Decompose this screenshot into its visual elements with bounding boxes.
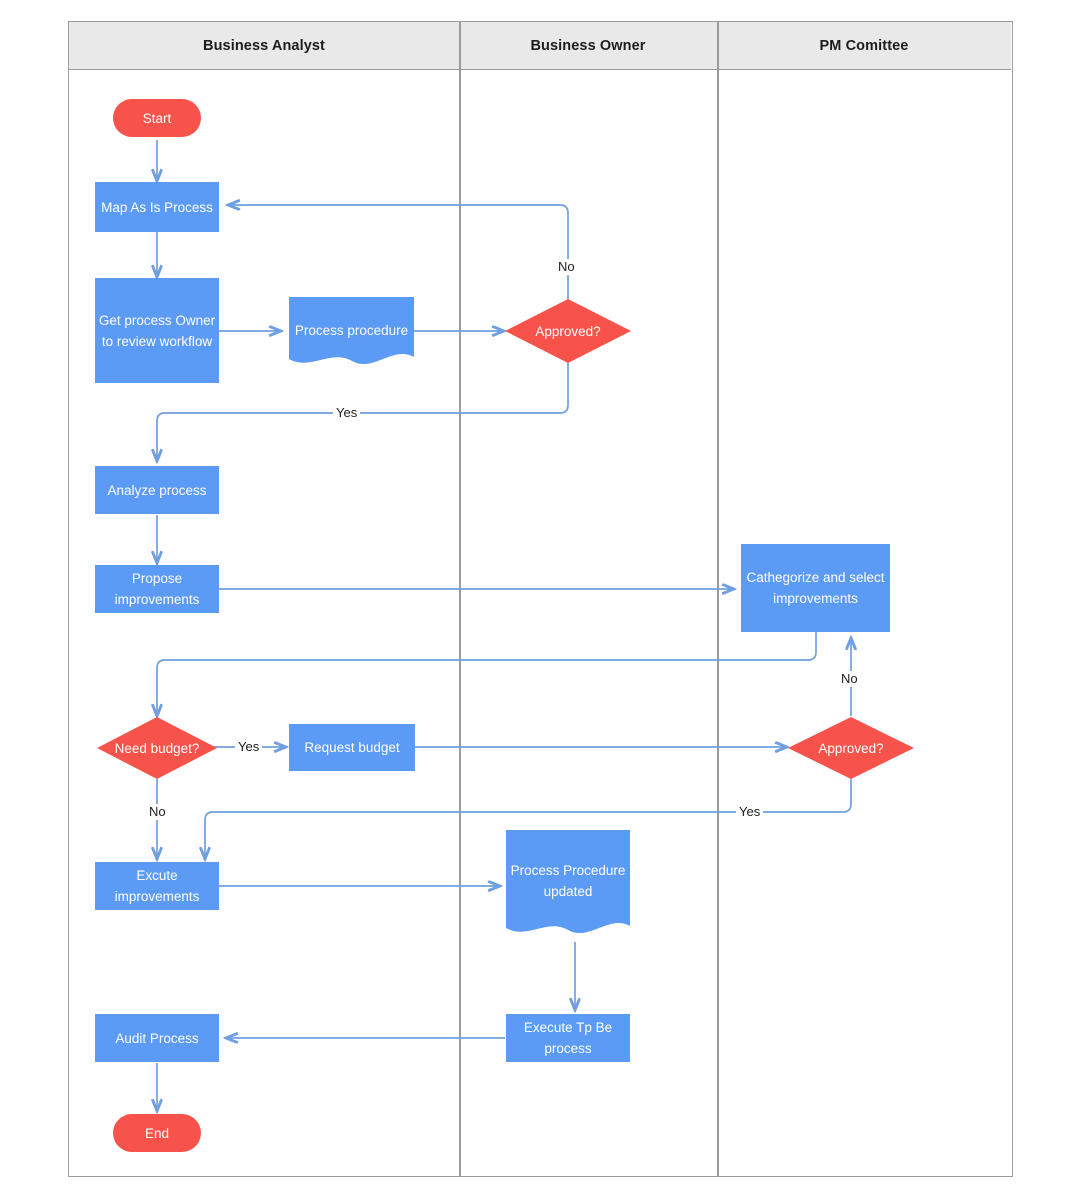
edge-label-approved2-yes: Yes: [736, 804, 764, 820]
swimlane-pool: Business Analyst Business Owner PM Comit…: [68, 21, 1013, 1177]
node-label: Map As Is Process: [101, 199, 213, 215]
node-request-budget[interactable]: Request budget: [289, 724, 415, 771]
node-label: Audit Process: [115, 1030, 199, 1046]
node-label: End: [144, 1125, 170, 1141]
lane-header-pm-comittee: PM Comittee: [717, 22, 1011, 70]
diamond-shape-icon: [97, 717, 217, 779]
node-label: Need budget?: [114, 740, 200, 756]
node-label: Process procedure: [294, 323, 409, 338]
node-label: Propose improvements: [114, 571, 200, 607]
edge-label-approved1-yes: Yes: [333, 405, 361, 421]
lane-title: Business Owner: [530, 37, 646, 54]
edge-label-approved2-no: No: [838, 671, 861, 687]
node-end[interactable]: End: [113, 1114, 201, 1152]
node-approved-decision-2[interactable]: Approved?: [788, 717, 914, 779]
node-label: Approved?: [818, 740, 884, 756]
lane-title: PM Comittee: [819, 37, 909, 54]
node-execute-tp-be-process[interactable]: Execute Tp Be process: [506, 1014, 630, 1062]
edge-label-needbudget-yes: Yes: [235, 739, 263, 755]
lane-header-business-owner: Business Owner: [459, 22, 717, 70]
node-excute-improvements[interactable]: Excute improvements: [95, 862, 219, 910]
edge-label-approved1-no: No: [555, 259, 578, 275]
node-propose-improvements[interactable]: Propose improvements: [95, 565, 219, 613]
node-label: Approved?: [535, 323, 601, 339]
node-map-as-is-process[interactable]: Map As Is Process: [95, 182, 219, 232]
node-label: Cathegorize and select improvements: [746, 570, 885, 606]
node-label: Analyze process: [107, 482, 207, 498]
node-label: Process Procedure updated: [510, 862, 626, 899]
diamond-shape-icon: [788, 717, 914, 779]
edge-label-needbudget-no: No: [146, 804, 169, 820]
node-need-budget-decision[interactable]: Need budget?: [97, 717, 217, 779]
node-label: Request budget: [304, 740, 400, 755]
node-cathegorize-and-select-improvements[interactable]: Cathegorize and select improvements: [741, 544, 890, 632]
node-analyze-process[interactable]: Analyze process: [95, 466, 219, 514]
node-start[interactable]: Start: [113, 99, 201, 137]
node-audit-process[interactable]: Audit Process: [95, 1014, 219, 1062]
node-label: Start: [142, 110, 172, 126]
lane-divider-2: [717, 22, 719, 1176]
lane-header-business-analyst: Business Analyst: [69, 22, 459, 70]
diamond-shape-icon: [505, 299, 631, 363]
lane-divider-1: [459, 22, 461, 1176]
node-label: Get process Owner to review workflow: [98, 312, 216, 349]
node-process-procedure-updated-document[interactable]: Process Procedure updated: [506, 830, 630, 943]
node-process-procedure-document[interactable]: Process procedure: [289, 297, 414, 372]
lane-title: Business Analyst: [203, 37, 325, 54]
node-label: Excute improvements: [114, 868, 200, 904]
node-label: Execute Tp Be process: [523, 1020, 613, 1056]
node-get-process-owner-review[interactable]: Get process Owner to review workflow: [95, 278, 219, 383]
document-shape-icon: [289, 297, 414, 365]
node-approved-decision-1[interactable]: Approved?: [505, 299, 631, 363]
